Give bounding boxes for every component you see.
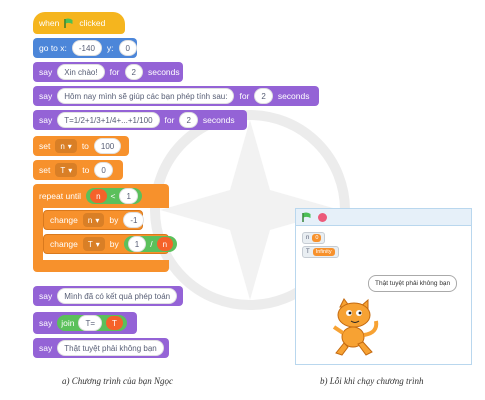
- green-flag-icon[interactable]: [302, 212, 312, 222]
- say-block-result[interactable]: say Mình đã có kết quả phép toán: [33, 286, 183, 306]
- value-input[interactable]: 0: [94, 162, 113, 178]
- monitor-value: Infinity: [312, 248, 335, 256]
- by-label: by: [109, 239, 119, 249]
- value-input[interactable]: 100: [93, 138, 122, 154]
- set-label: set: [39, 141, 51, 151]
- speech-bubble: Thật tuyệt phải không bạn: [368, 275, 458, 292]
- scratch-cat-sprite[interactable]: [326, 297, 384, 359]
- say-block-final[interactable]: say Thật tuyệt phải không bạn: [33, 338, 169, 358]
- variable-dropdown[interactable]: T▾: [55, 163, 78, 177]
- var-name: T: [60, 165, 66, 175]
- say-label: say: [39, 67, 53, 77]
- say-text-input[interactable]: T=1/2+1/3+1/4+...+1/100: [57, 112, 160, 128]
- y-label: y:: [106, 43, 114, 53]
- change-label: change: [50, 239, 78, 249]
- repeat-footer: [33, 260, 169, 272]
- n-reporter[interactable]: n: [156, 237, 174, 251]
- say-for-block-3[interactable]: say T=1/2+1/3+1/4+...+1/100 for 2 second…: [33, 110, 247, 130]
- set-n-block[interactable]: set n▾ to 100: [33, 136, 129, 156]
- seconds-label: seconds: [147, 67, 180, 77]
- for-label: for: [164, 115, 175, 125]
- dropdown-arrow-icon: ▾: [67, 141, 72, 151]
- say-label: say: [39, 91, 53, 101]
- say-text-input[interactable]: Xin chào!: [57, 64, 105, 80]
- repeat-arm: [33, 208, 43, 260]
- say-text-input[interactable]: Thật tuyệt phải không bạn: [57, 340, 164, 356]
- compare-value-input[interactable]: 1: [119, 188, 138, 204]
- var-name: n: [60, 141, 65, 151]
- divide-operator[interactable]: 1 / n: [123, 236, 178, 252]
- say-text-input[interactable]: Mình đã có kết quả phép toán: [57, 288, 178, 304]
- var-name: n: [87, 215, 93, 225]
- t-reporter[interactable]: T: [106, 316, 123, 330]
- variable-monitor-t: T Infinity: [302, 246, 339, 258]
- for-label: for: [109, 67, 120, 77]
- dropdown-arrow-icon: ▾: [68, 165, 73, 175]
- less-than-operator[interactable]: n < 1: [86, 188, 142, 204]
- secs-input[interactable]: 2: [254, 88, 273, 104]
- less-than-symbol: <: [110, 191, 116, 201]
- clicked-label: clicked: [79, 18, 106, 28]
- seconds-label: seconds: [202, 115, 235, 125]
- dropdown-arrow-icon: ▾: [95, 239, 100, 249]
- by-label: by: [109, 215, 119, 225]
- say-label: say: [39, 115, 53, 125]
- change-value-input[interactable]: -1: [123, 212, 145, 228]
- say-label: say: [39, 343, 53, 353]
- numerator-input[interactable]: 1: [127, 236, 147, 252]
- change-t-block[interactable]: change T▾ by 1 / n: [43, 234, 178, 254]
- repeat-until-block[interactable]: repeat until n < 1 change n▾ by -1 chang…: [33, 184, 178, 274]
- caption-right: b) Lỗi khi chạy chương trình: [320, 376, 424, 386]
- monitor-name: n: [306, 235, 310, 241]
- to-label: to: [82, 165, 90, 175]
- set-t-block[interactable]: set T▾ to 0: [33, 160, 123, 180]
- x-input[interactable]: -140: [71, 40, 102, 56]
- go-to-xy-block[interactable]: go to x: -140 y: 0: [33, 38, 137, 58]
- repeat-until-header[interactable]: repeat until n < 1: [33, 184, 169, 208]
- variable-dropdown[interactable]: T▾: [82, 237, 105, 251]
- green-flag-icon: [64, 18, 73, 28]
- change-n-block[interactable]: change n▾ by -1: [43, 210, 145, 230]
- secs-input[interactable]: 2: [124, 64, 143, 80]
- say-for-block-1[interactable]: say Xin chào! for 2 seconds: [33, 62, 183, 82]
- for-label: for: [239, 91, 250, 101]
- join-text-input[interactable]: T=: [78, 315, 103, 331]
- when-label: when: [39, 18, 60, 28]
- goto-label: go to x:: [39, 43, 67, 53]
- say-text-input[interactable]: Hôm nay mình sẽ giúp các bạn phép tính s…: [57, 88, 235, 104]
- y-input[interactable]: 0: [118, 40, 137, 56]
- join-label: join: [61, 318, 75, 328]
- set-label: set: [39, 165, 51, 175]
- caption-left: a) Chương trình của bạn Ngọc: [62, 376, 173, 386]
- seconds-label: seconds: [277, 91, 310, 101]
- variable-monitor-n: n 0: [302, 232, 326, 244]
- stage-panel: n 0 T Infinity Thật tuyệt phải không bạn: [295, 208, 472, 365]
- monitor-value: 0: [312, 234, 322, 242]
- say-label: say: [39, 291, 53, 301]
- variable-dropdown[interactable]: n▾: [82, 213, 105, 227]
- secs-input[interactable]: 2: [179, 112, 198, 128]
- n-reporter[interactable]: n: [90, 189, 107, 203]
- change-label: change: [50, 215, 78, 225]
- monitor-name: T: [306, 249, 310, 255]
- join-operator[interactable]: join T= T: [57, 315, 127, 331]
- divide-symbol: /: [150, 239, 153, 249]
- to-label: to: [81, 141, 89, 151]
- variable-dropdown[interactable]: n▾: [55, 139, 77, 153]
- stop-icon[interactable]: [318, 212, 327, 222]
- say-label: say: [39, 318, 53, 328]
- say-join-block[interactable]: say join T= T: [33, 312, 137, 334]
- var-name: T: [87, 239, 93, 249]
- repeat-until-label: repeat until: [39, 191, 82, 201]
- when-flag-clicked-block[interactable]: when clicked: [33, 12, 125, 34]
- dropdown-arrow-icon: ▾: [95, 215, 100, 225]
- say-for-block-2[interactable]: say Hôm nay mình sẽ giúp các bạn phép tí…: [33, 86, 319, 106]
- stage-toolbar: [296, 209, 471, 226]
